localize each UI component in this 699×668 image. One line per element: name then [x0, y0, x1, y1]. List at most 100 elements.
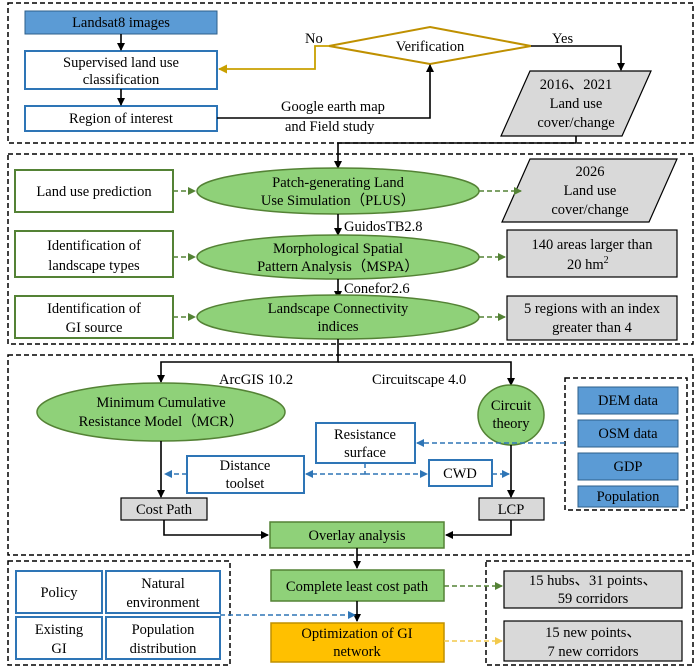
plus-line1: Patch-generating Land	[272, 175, 404, 191]
circuit-ellipse	[477, 384, 545, 446]
existing-line1: Existing	[35, 622, 83, 638]
areas-line2: 20 hm2	[567, 255, 609, 273]
areas-superscript: 2	[604, 255, 609, 266]
result1-line1: 15 hubs、31 points、	[529, 573, 657, 589]
mcr-line2: Resistance Model（MCR）	[79, 413, 244, 430]
policy-box	[15, 570, 103, 614]
existing-box	[15, 616, 103, 660]
supervised-line1: Supervised land use	[63, 55, 179, 71]
plus-line2: Use Simulation（PLUS）	[261, 192, 415, 209]
verification-label: Verification	[396, 39, 465, 55]
factors-frame	[7, 560, 231, 666]
supervised-line2: classification	[83, 72, 160, 88]
yes-label: Yes	[552, 31, 573, 47]
arrow-to-plus	[334, 136, 577, 169]
regions-line1: 5 regions with an index	[524, 301, 661, 317]
circuit-line2: theory	[492, 416, 530, 432]
mcr-line1: Minimum Cumulative	[96, 395, 225, 411]
section-modeling	[7, 153, 694, 345]
circuitscape-label: Circuitscape 4.0	[372, 372, 466, 388]
land-cover-line3: cover/change	[537, 115, 614, 131]
region-label: Region of interest	[69, 111, 173, 127]
landscape-types-line2: landscape types	[48, 258, 140, 274]
connectivity-line1: Landscape Connectivity	[268, 301, 409, 317]
result2-line1: 15 new points、	[545, 625, 641, 641]
cwd-label: CWD	[443, 466, 477, 482]
dem-label: DEM data	[598, 393, 659, 409]
arrow-yes	[531, 45, 625, 71]
cwd-box	[428, 459, 493, 487]
gi-source-line1: Identification of	[47, 301, 141, 317]
population-distribution-line2: distribution	[130, 641, 198, 657]
result1-line2: 59 corridors	[558, 591, 629, 607]
mspa-line1: Morphological Spatial	[273, 241, 403, 257]
supervised-box	[24, 50, 218, 90]
arrow-no	[218, 45, 329, 74]
conefor-label: Conefor2.6	[344, 281, 410, 297]
resistance-line2: surface	[344, 445, 386, 461]
population-distribution-box	[105, 616, 221, 660]
guidos-label: GuidosTB2.8	[344, 219, 423, 235]
connectivity-line2: indices	[317, 319, 358, 335]
population-distribution-line1: Population	[132, 622, 196, 638]
areas-line1: 140 areas larger than	[532, 237, 654, 253]
distance-line2: toolset	[226, 476, 265, 492]
future-line2: Land use	[564, 183, 617, 199]
no-label: No	[305, 31, 323, 47]
google-line2: and Field study	[285, 119, 375, 135]
landscape-types-line1: Identification of	[47, 238, 141, 254]
gi-source-line2: GI source	[66, 320, 123, 336]
land-cover-line1: 2016、2021	[540, 77, 613, 93]
arrow-region-verification	[217, 64, 434, 119]
section-data-acquisition	[7, 2, 694, 144]
regions-box	[506, 295, 678, 341]
region-box	[24, 105, 218, 132]
optimization-line1: Optimization of GI	[301, 626, 412, 642]
distance-line1: Distance	[220, 458, 271, 474]
google-line1: Google earth map	[281, 99, 385, 115]
optimization-line2: network	[333, 644, 381, 660]
result1-box	[503, 570, 683, 609]
land-cover-line2: Land use	[550, 96, 603, 112]
future-line3: cover/change	[551, 202, 628, 218]
result2-box	[503, 620, 683, 662]
dem-box	[577, 386, 679, 415]
optimization-box	[270, 622, 445, 663]
resistance-box	[315, 422, 416, 464]
areas-unit: 20 hm	[567, 257, 604, 273]
osm-box	[577, 419, 679, 448]
natural-box	[105, 570, 221, 614]
data-sources-frame	[564, 377, 688, 511]
landsat-label: Landsat8 images	[72, 15, 170, 31]
mcr-ellipse	[36, 382, 286, 442]
land-cover-parallelogram	[500, 70, 652, 137]
areas-box	[506, 229, 678, 278]
natural-line2: environment	[126, 595, 199, 611]
arcgis-label: ArcGIS 10.2	[219, 372, 293, 388]
arrow-to-circuit	[338, 361, 515, 386]
arrow-to-mcr	[157, 339, 339, 383]
policy-label: Policy	[40, 585, 78, 601]
natural-line1: Natural	[141, 576, 184, 592]
population-box	[577, 485, 679, 508]
gdp-box	[577, 452, 679, 481]
cost-path-label: Cost Path	[136, 502, 193, 518]
overlay-label: Overlay analysis	[308, 528, 405, 544]
regions-line2: greater than 4	[552, 320, 632, 336]
gdp-label: GDP	[613, 459, 642, 475]
future-land-cover-parallelogram	[501, 158, 678, 223]
lcp-label: LCP	[498, 502, 525, 518]
landscape-types-box	[14, 230, 174, 278]
land-use-prediction-label: Land use prediction	[36, 184, 152, 200]
section-corridors	[7, 354, 694, 556]
overlay-box	[269, 521, 445, 549]
arrow-lcp-overlay	[445, 520, 512, 539]
future-line1: 2026	[576, 164, 605, 180]
osm-label: OSM data	[598, 426, 658, 442]
population-label: Population	[597, 489, 661, 505]
complete-lcp-label: Complete least cost path	[286, 579, 429, 595]
mspa-line2: Pattern Analysis（MSPA）	[257, 258, 419, 275]
arrow-costpath-overlay	[163, 520, 269, 539]
results-frame	[485, 560, 694, 666]
